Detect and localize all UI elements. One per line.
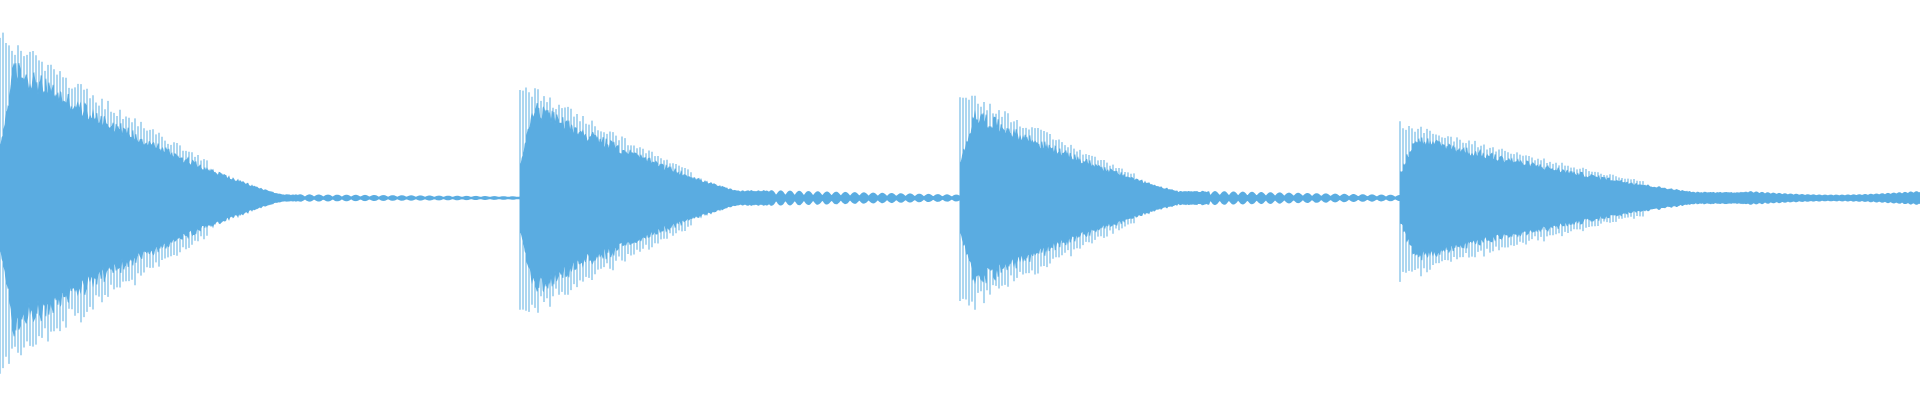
- waveform-note-3-spikes: [959, 95, 1135, 310]
- waveform-note-1-spikes: [0, 32, 208, 374]
- waveform-note-4-spikes: [1399, 121, 1644, 282]
- waveform-notes: [0, 32, 1920, 374]
- waveform-note-2-spikes: [519, 87, 692, 313]
- waveform-note-4: [1399, 137, 1920, 261]
